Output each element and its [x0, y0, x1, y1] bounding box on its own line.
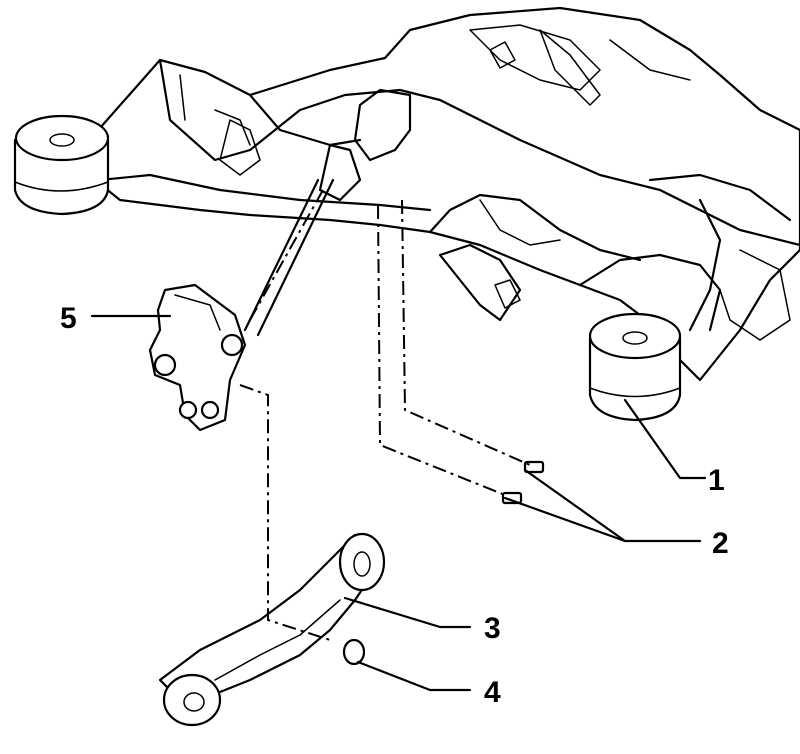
control-arm: [158, 532, 386, 727]
nut: [342, 638, 366, 666]
bolts: [501, 460, 545, 505]
leader-lines: [90, 314, 707, 692]
callout-4: 4: [484, 676, 501, 709]
left-mount-bushing: [13, 114, 110, 216]
subframe: [93, 6, 800, 382]
rear-mount-bushing: [588, 312, 682, 422]
callout-labels: 1 2 3 4 5: [60, 302, 729, 709]
height-sensor-link: [148, 178, 335, 432]
assembly-lines: [239, 189, 531, 641]
callout-5: 5: [60, 302, 77, 335]
callout-1: 1: [708, 464, 725, 497]
callout-2: 2: [712, 527, 729, 560]
callout-3: 3: [484, 612, 501, 645]
